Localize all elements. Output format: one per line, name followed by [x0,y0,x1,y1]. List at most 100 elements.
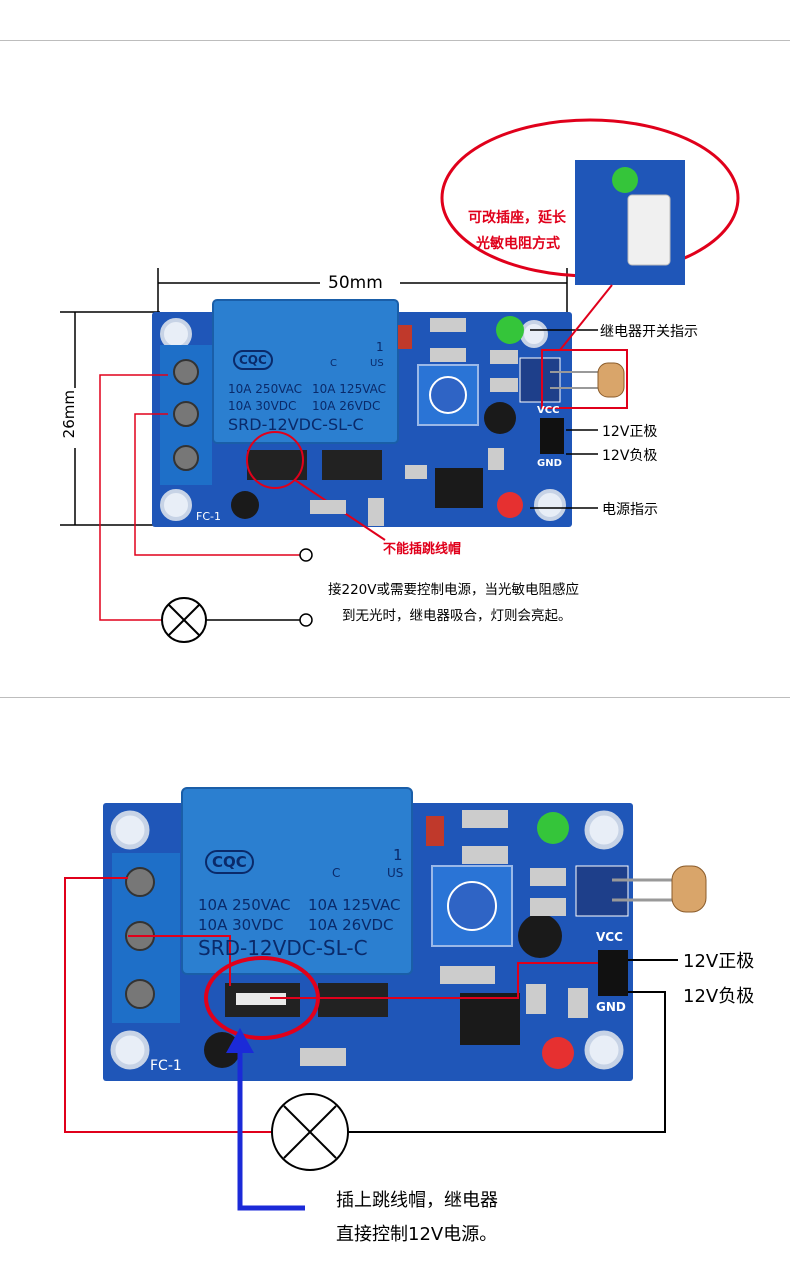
jumper-note-line2: 直接控制12V电源。 [336,1224,498,1245]
mount-hole [520,320,548,348]
jumper-arrow [237,1043,305,1211]
bottom-panel: CQC US 1 C 10A 250VAC 10A 125VAC 10A 30V… [0,698,790,1269]
relay-pin-number: 1 [393,846,403,864]
resistor [490,378,518,392]
pos-12v-label: 12V正极 [602,424,658,440]
relay-rating-1a: 10A 250VAC [198,896,291,914]
width-dimension: 50mm [328,273,383,293]
capacitor [526,984,546,1014]
ldr-header [575,865,629,917]
terminal-screw [125,979,155,1009]
power-led-red [497,492,523,518]
resistor [530,868,566,886]
closeup-led [612,167,638,193]
relay-brand-logo: CQC [233,350,273,370]
relay-ul-mark: US [387,866,404,880]
power-header [598,950,628,996]
resistor [300,1048,346,1066]
transistor [204,1032,240,1068]
mount-hole [110,810,150,850]
relay-ul-mark: US [370,358,384,369]
relay-rating-2b: 10A 26VDC [312,399,381,413]
ic-chip [460,993,520,1045]
relay-module [212,299,399,444]
closeup-socket [627,194,671,266]
transistor [518,914,562,958]
terminal-screw [173,401,199,427]
callout-pointer [559,284,613,351]
resistor [405,465,427,479]
transistor [484,402,516,434]
power-led-red [542,1037,574,1069]
relay-rating-2a: 10A 30VDC [228,399,297,413]
relay-pin-number: 1 [376,340,384,354]
lamp-cross [283,1105,337,1159]
terminal-node [299,548,313,562]
top-diagram [60,118,740,643]
wire-common [99,374,168,621]
diode [322,450,382,480]
description-line2: 到无光时，继电器吸合，灯则会亮起。 [342,608,572,624]
pos-12v-label: 12V正极 [683,951,755,972]
neg-12v-label: 12V负极 [683,986,755,1007]
relay-rating-2b: 10A 26VDC [308,916,394,934]
jumper-cap [236,993,286,1005]
wire-jumper-out [270,962,598,999]
photoresistor [671,865,707,913]
capacitor [568,988,588,1018]
middle-divider [0,697,790,698]
mount-hole [160,489,192,521]
silk-model: FC-1 [150,1058,182,1074]
callout-note-line2: 光敏电阻方式 [476,236,560,252]
mount-hole [110,1030,150,1070]
potentiometer-knob [447,881,497,931]
lamp-cross [167,603,201,637]
resistor [462,810,508,828]
silk-vcc: VCC [537,405,560,416]
wire-common [64,877,272,1133]
mount-hole [534,489,566,521]
relay-c-mark: C [330,358,337,369]
relay-brand-logo: CQC [205,850,254,874]
resistor [440,966,495,984]
capacitor [368,498,384,526]
terminal-node [299,613,313,627]
diode-smd [426,816,444,846]
top-divider [0,40,790,41]
jumper-note-line1: 插上跳线帽，继电器 [336,1190,498,1211]
photoresistor [597,362,625,398]
silk-gnd: GND [537,458,562,469]
transistor [231,491,259,519]
description-line1: 接220V或需要控制电源，当光敏电阻感应 [328,582,580,598]
resistor [490,350,518,364]
relay-model: SRD-12VDC-SL-C [228,415,364,434]
no-jumper-label: 不能插跳线帽 [383,542,462,557]
wire-negative [348,991,666,1133]
silk-model: FC-1 [196,510,221,523]
mount-hole [160,318,192,350]
relay-rating-1b: 10A 125VAC [312,382,387,396]
diode [318,983,388,1017]
wire-jumper-in [128,935,231,986]
top-panel: CQC US 1 C 10A 250VAC 10A 125VAC 10A 30V… [60,118,740,643]
resistor [530,898,566,916]
resistor [430,348,466,362]
relay-led-green [496,316,524,344]
terminal-screw [173,445,199,471]
potentiometer-knob [429,376,467,414]
relay-led-green [537,812,569,844]
relay-rating-2a: 10A 30VDC [198,916,284,934]
wire-no [134,413,300,556]
resistor [430,318,466,332]
relay-indicator-label: 继电器开关指示 [600,324,698,340]
resistor [310,500,346,514]
jumper-highlight [246,431,304,489]
relay-module [181,787,413,975]
resistor [462,846,508,864]
mount-hole [584,810,624,850]
ldr-header [519,357,561,403]
terminal-screw [173,359,199,385]
mount-hole [584,1030,624,1070]
terminal-screw [125,867,155,897]
silk-gnd: GND [596,1000,626,1014]
